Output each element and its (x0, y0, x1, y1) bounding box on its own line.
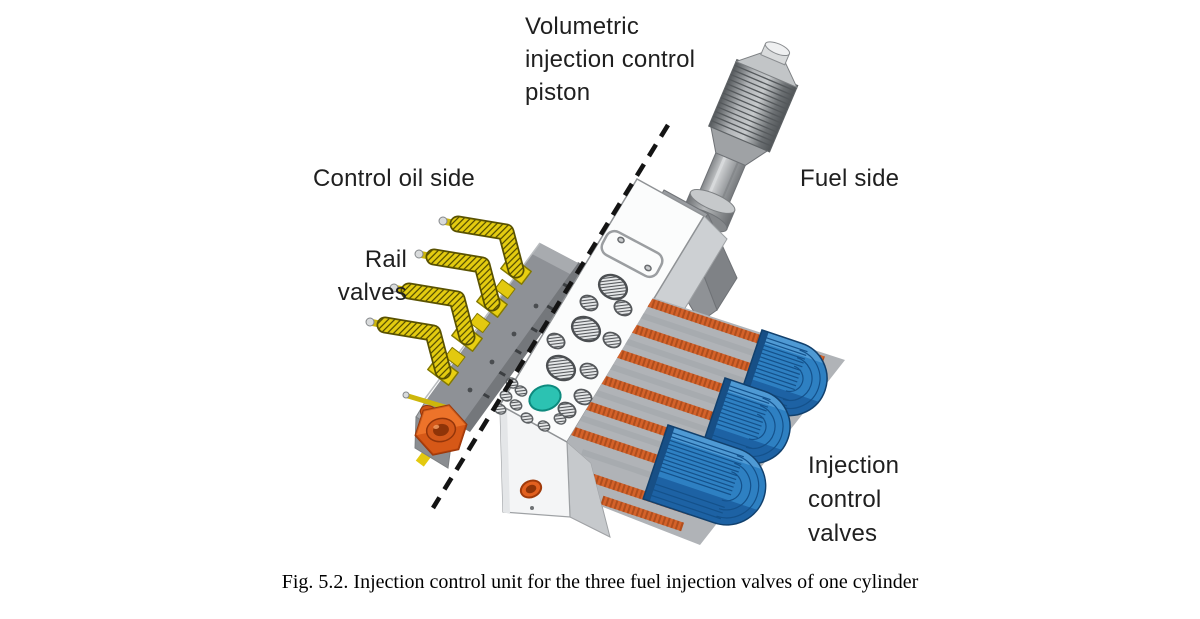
rail-slots (482, 282, 570, 399)
teal-port (528, 384, 562, 412)
rail-valves-graphic (365, 215, 532, 411)
orange-nut-graphic (414, 404, 468, 456)
block-ports (493, 273, 633, 432)
block-groove (600, 229, 664, 279)
rail-valve-2 (414, 248, 508, 318)
front-orange-port (519, 479, 543, 510)
label-injection-control-valves: Injection control valves (808, 452, 900, 547)
injection-valve-front (642, 424, 777, 536)
rail-valve-1 (438, 215, 532, 285)
side-separator-dashed-line (431, 123, 670, 510)
injection-control-valves-graphic (642, 329, 837, 536)
label-volumetric-piston: Volumetric injection control piston (525, 13, 696, 106)
rail-valve-3 (389, 282, 483, 352)
label-rail-valves: Rail valves (337, 246, 407, 306)
label-control-oil-side: Control oil side (313, 165, 475, 192)
label-fuel-side: Fuel side (800, 165, 900, 192)
figure-caption: Fig. 5.2. Injection control unit for the… (281, 571, 919, 593)
piston-knurling (710, 64, 796, 147)
rail-valve-4 (365, 316, 459, 386)
